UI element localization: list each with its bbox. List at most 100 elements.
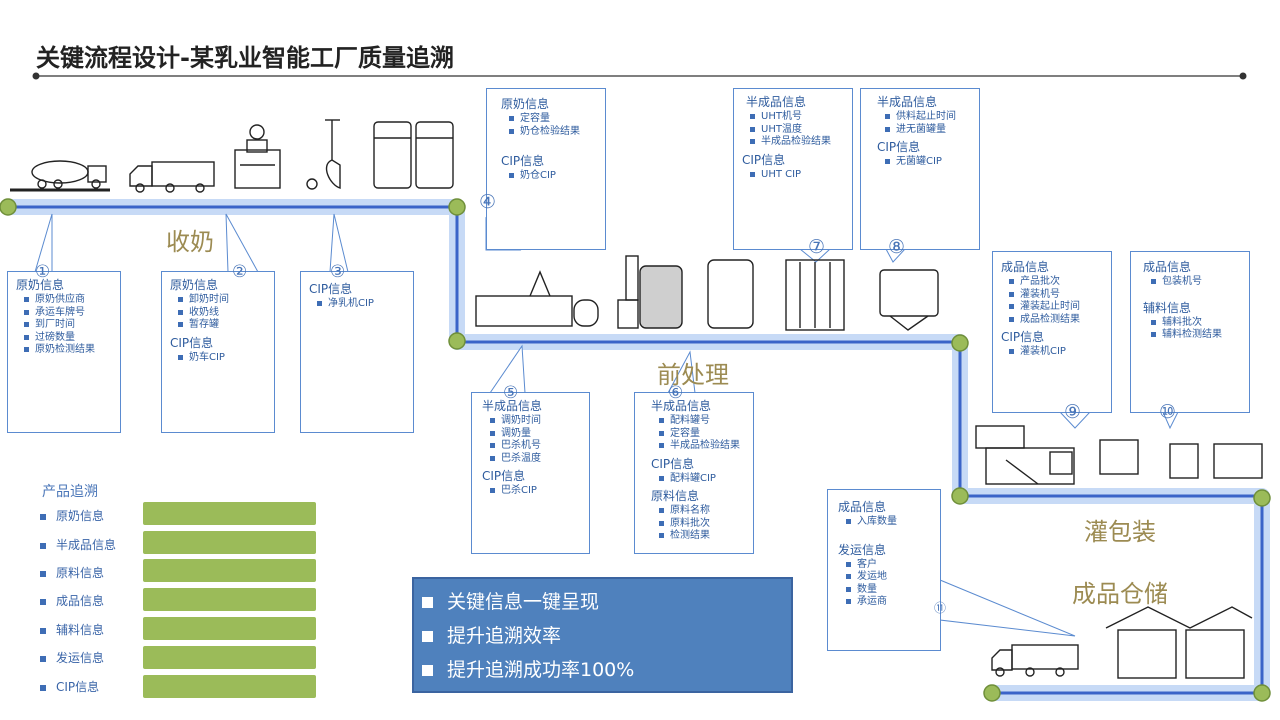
bullet-icon (40, 513, 46, 520)
box-item: 承运车牌号 (24, 307, 120, 320)
box-heading: 原料信息 (651, 489, 700, 503)
box-item: 奶车CIP (178, 352, 274, 365)
box-list: 辅料批次 辅料检测结果 (1143, 317, 1249, 342)
box-item: 灌装机号 (1009, 289, 1111, 302)
box-heading: 成品信息 (1001, 260, 1050, 274)
filling-machine-top (975, 425, 1025, 449)
box-heading: 半成品信息 (482, 399, 543, 413)
trace-bar[interactable] (143, 559, 316, 582)
box-item: 辅料检测结果 (1151, 329, 1249, 342)
mixer-hopper (529, 270, 551, 297)
step-number-7: ⑦ (808, 236, 826, 258)
trace-item-label: 原料信息 (56, 566, 105, 580)
box-list: 卸奶时间 收奶线 暂存罐 (170, 294, 274, 332)
box-item: 定容量 (659, 428, 753, 441)
delivery-truck-cab (991, 649, 1013, 671)
box-heading: 发运信息 (838, 542, 887, 557)
truck-wheel (195, 183, 205, 193)
trace-item-label: 成品信息 (56, 594, 105, 608)
pump-unit (573, 299, 599, 327)
trace-bar[interactable] (143, 617, 316, 640)
collect-equipment (10, 119, 454, 193)
trace-item: 原奶信息 (40, 505, 104, 527)
meter-head (246, 139, 268, 153)
delivery-truck-wheel (995, 667, 1005, 677)
callout-box-11: 成品信息 入库数量 发运信息 客户 发运地 数量 承运商 (827, 489, 941, 651)
tanker-wheel (53, 179, 63, 189)
box-item: 产品批次 (1009, 276, 1111, 289)
flow-line (8, 205, 1264, 695)
callout-box-7: 半成品信息 UHT机号 UHT温度 半成品检验结果 CIP信息 UHT CIP (733, 88, 853, 250)
filling-equipment (975, 425, 1263, 485)
stage-warehouse-label: 成品仓储 (1072, 580, 1168, 608)
box-item: 数量 (846, 584, 940, 597)
pretreat-equipment (475, 255, 939, 331)
callout-box-9: 成品信息 产品批次 灌装机号 灌装起止时间 成品检测结果 CIP信息 灌装机CI… (992, 251, 1112, 413)
box-list: 奶仓CIP (501, 170, 605, 183)
flow-node (1253, 684, 1271, 702)
aseptic-tank (879, 269, 939, 317)
flow-nodes (0, 198, 1271, 702)
callout-box-2: 原奶信息 卸奶时间 收奶线 暂存罐 CIP信息 奶车CIP (161, 271, 275, 433)
key-point-text: 关键信息一键呈现 (447, 591, 600, 613)
box-item: UHT温度 (750, 124, 852, 137)
wrapper (1169, 443, 1199, 479)
box-list: 供料起止时间 进无菌罐量 (877, 111, 979, 136)
box-heading: CIP信息 (742, 152, 786, 167)
trace-bar[interactable] (143, 502, 316, 525)
page-title: 关键流程设计-某乳业智能工厂质量追溯 (36, 44, 454, 72)
step-number-1: ① (35, 262, 51, 282)
box-item: 原奶供应商 (24, 294, 120, 307)
box-item: 灌装机CIP (1009, 346, 1111, 359)
box-list: 原奶供应商 承运车牌号 到厂时间 过磅数量 原奶检测结果 (16, 294, 120, 357)
trace-item-label: CIP信息 (56, 680, 100, 694)
trace-bar[interactable] (143, 675, 316, 698)
box-list: UHT CIP (742, 169, 852, 182)
bullet-icon (422, 597, 433, 608)
step-number-3: ③ (330, 262, 346, 282)
delivery-truck-wheel (1055, 667, 1065, 677)
delivery-truck-box (1011, 644, 1079, 670)
box-heading: CIP信息 (482, 469, 526, 483)
stage-filling-label: 灌包装 (1084, 518, 1156, 546)
trace-bar[interactable] (143, 646, 316, 669)
step-number-8: ⑧ (888, 236, 906, 258)
box-list: 客户 发运地 数量 承运商 (838, 559, 940, 609)
box-list: 灌装机CIP (1001, 346, 1111, 359)
trace-bar[interactable] (143, 531, 316, 554)
trace-item: 成品信息 (40, 590, 104, 612)
box-item: 入库数量 (846, 516, 940, 529)
meter-frame (234, 149, 281, 189)
step-number-5: ⑤ (503, 383, 519, 403)
box-heading: 原奶信息 (16, 278, 65, 292)
trace-bar[interactable] (143, 588, 316, 611)
trace-item: 发运信息 (40, 647, 104, 669)
warehouse-door (1117, 629, 1177, 679)
callout-box-4: 原奶信息 定容量 奶仓检验结果 CIP信息 奶仓CIP (486, 88, 606, 250)
box-heading: CIP信息 (651, 456, 695, 471)
box-item: 进无菌罐量 (885, 124, 979, 137)
box-list: 无菌罐CIP (877, 156, 979, 169)
box-item: 巴杀机号 (490, 440, 589, 453)
tanker-wheel (37, 179, 47, 189)
bullet-icon (40, 570, 46, 577)
bullet-icon (40, 684, 46, 691)
storage-tank (415, 121, 454, 189)
box-heading: 成品信息 (838, 500, 887, 514)
filling-machine-base (985, 447, 1075, 485)
mix-tank (707, 259, 754, 329)
box-item: 半成品检验结果 (750, 136, 852, 149)
box-item: 到厂时间 (24, 319, 120, 332)
trace-item: 半成品信息 (40, 534, 116, 556)
box-item: 调奶时间 (490, 415, 589, 428)
flow-node (951, 487, 969, 505)
title-divider-end-left (32, 72, 40, 80)
box-heading: 原奶信息 (170, 278, 219, 292)
tanker-cab (87, 165, 107, 183)
callout-box-1: 原奶信息 原奶供应商 承运车牌号 到厂时间 过磅数量 原奶检测结果 (7, 271, 121, 433)
flow-node (983, 684, 1001, 702)
box-item: 包装机号 (1151, 276, 1249, 289)
bullet-icon (422, 631, 433, 642)
trace-item-label: 发运信息 (56, 651, 105, 665)
flow-node (951, 334, 969, 352)
